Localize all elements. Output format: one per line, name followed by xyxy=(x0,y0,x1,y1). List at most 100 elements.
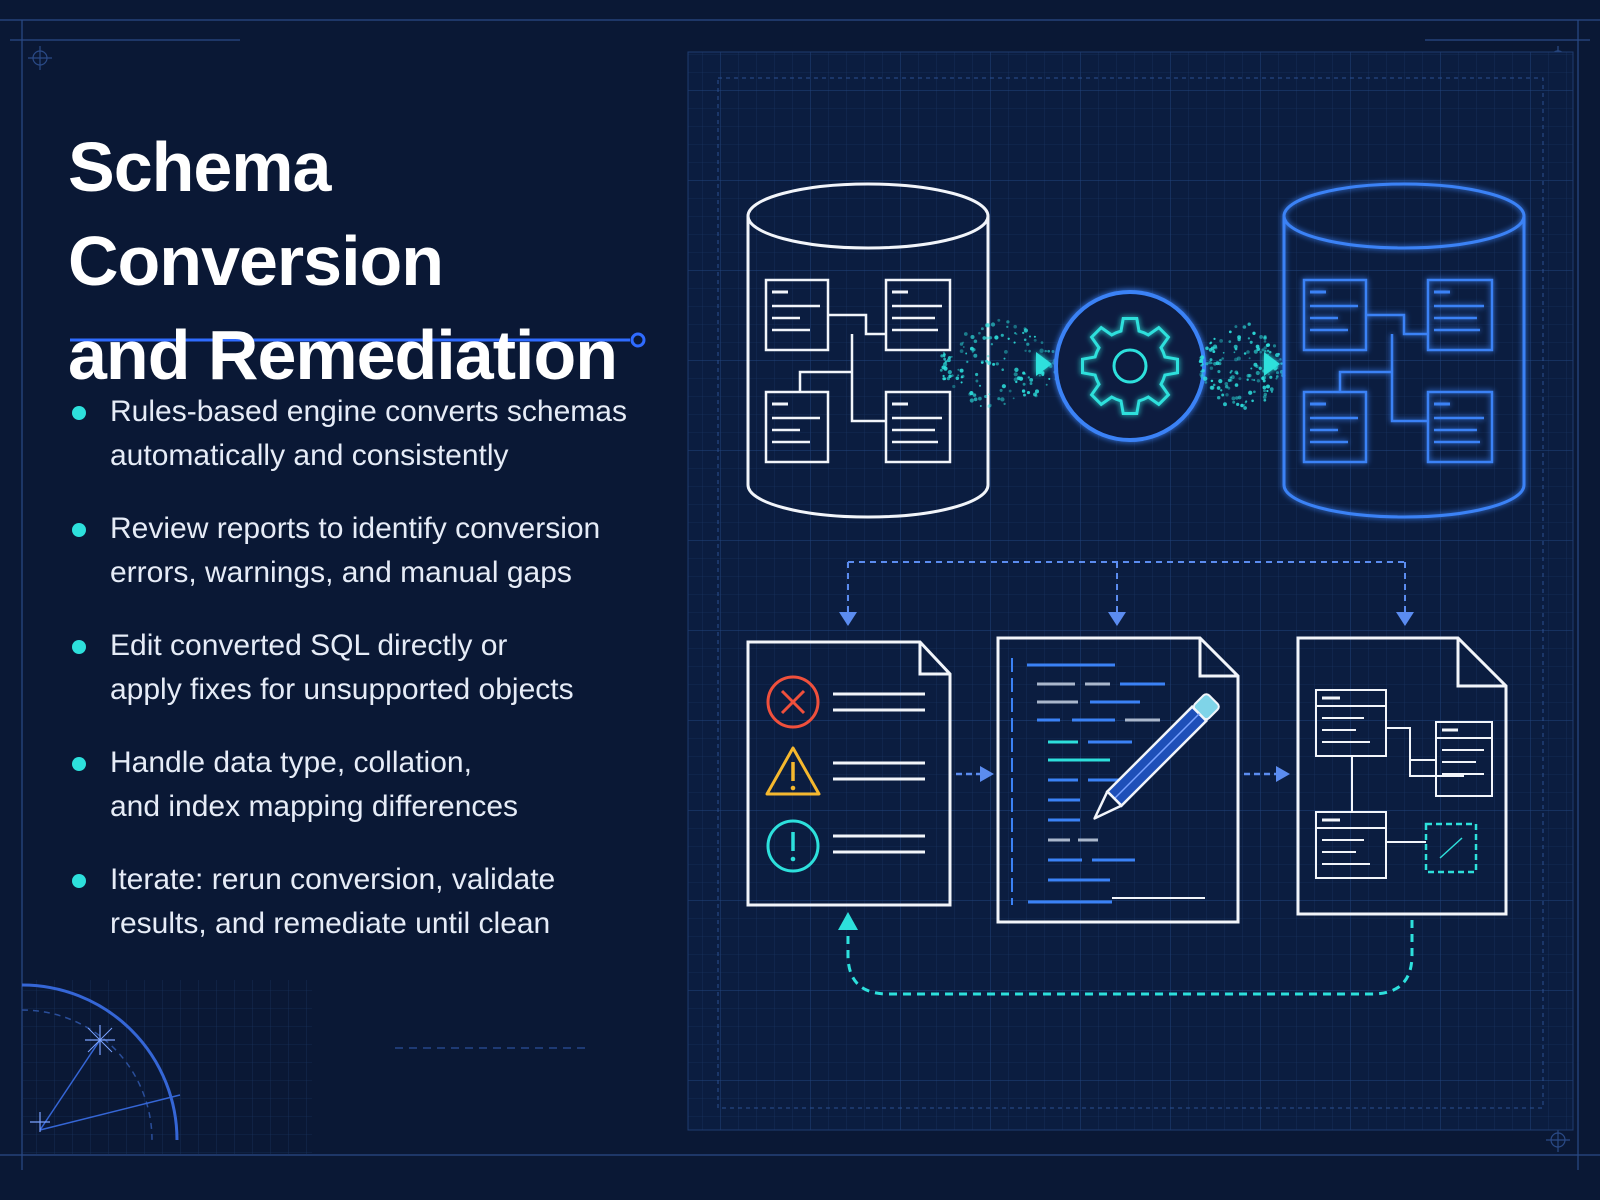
particle xyxy=(943,355,946,358)
particle xyxy=(948,374,952,378)
particle xyxy=(1199,372,1204,377)
particle xyxy=(1027,376,1030,379)
particle xyxy=(988,336,993,340)
particle xyxy=(1221,393,1225,397)
bullet-text-line-1: Edit converted SQL directly or xyxy=(110,629,508,662)
title-underline xyxy=(70,332,646,348)
particle xyxy=(1262,395,1267,399)
particle xyxy=(1013,341,1016,344)
particle xyxy=(1272,344,1277,348)
particle xyxy=(951,374,954,377)
particle xyxy=(943,359,946,362)
particle xyxy=(1263,398,1267,402)
particle xyxy=(1022,331,1025,335)
particle xyxy=(1014,332,1017,335)
particle xyxy=(1219,358,1222,362)
particle xyxy=(959,368,964,373)
page-title: Schema Conversion and Remediation xyxy=(68,120,708,402)
particle xyxy=(939,368,943,372)
particle xyxy=(1208,360,1212,365)
particle xyxy=(1277,352,1281,356)
particle xyxy=(1238,377,1242,381)
particle xyxy=(1219,339,1223,343)
particle xyxy=(1033,392,1037,397)
source-database-icon xyxy=(746,182,990,519)
particle xyxy=(987,404,991,409)
target-database-icon xyxy=(1282,182,1526,519)
particle xyxy=(1015,333,1018,336)
particle xyxy=(1266,389,1269,393)
particle xyxy=(1012,397,1015,400)
distribution-connector xyxy=(847,561,1406,612)
particle xyxy=(1265,343,1270,348)
particle xyxy=(1198,356,1202,359)
particle xyxy=(1008,389,1012,393)
bullet-text-line-2: and index mapping differences xyxy=(110,790,519,823)
particle xyxy=(1247,337,1251,340)
particle xyxy=(962,341,965,344)
particle xyxy=(1253,349,1258,354)
particle xyxy=(984,394,988,399)
particle xyxy=(1232,400,1236,404)
particle xyxy=(1256,347,1261,351)
code-lines xyxy=(1027,663,1205,904)
particle xyxy=(1205,346,1209,350)
particle xyxy=(1212,383,1216,387)
particle xyxy=(970,334,975,340)
particle xyxy=(1023,393,1026,397)
particle xyxy=(1029,382,1033,385)
iteration-loop-arrow xyxy=(838,912,1414,996)
particle xyxy=(1236,356,1241,361)
particle xyxy=(942,362,948,367)
blueprint-grid-panel xyxy=(687,51,1574,1131)
bullet-text-line-1: Handle data type, collation, xyxy=(110,746,472,779)
particle xyxy=(1234,383,1239,387)
particle xyxy=(1276,367,1279,370)
particle xyxy=(947,370,952,375)
particle xyxy=(1013,372,1018,377)
particle xyxy=(1014,367,1019,372)
particle xyxy=(1229,371,1232,374)
particle xyxy=(980,360,985,364)
particle xyxy=(950,355,953,358)
particle xyxy=(955,376,960,381)
bullet-item: Iterate: rerun conversion, validate resu… xyxy=(70,858,670,975)
bullet-dot-icon xyxy=(72,757,86,771)
particle xyxy=(948,356,952,359)
particle xyxy=(1269,375,1273,379)
particle xyxy=(1263,340,1267,343)
particle xyxy=(1001,384,1006,389)
particle xyxy=(1007,337,1010,340)
particle xyxy=(1233,344,1238,349)
particle xyxy=(1237,395,1242,400)
particle xyxy=(1230,375,1235,380)
particle xyxy=(1248,357,1251,360)
particle xyxy=(1258,366,1262,370)
flow-arrow xyxy=(1244,766,1290,782)
particle xyxy=(1253,390,1256,394)
particle xyxy=(1259,334,1264,339)
particle xyxy=(1022,382,1026,386)
particle xyxy=(1250,367,1253,370)
particle xyxy=(999,388,1003,392)
particle xyxy=(1029,377,1034,382)
particle xyxy=(962,346,965,348)
particle xyxy=(959,349,964,353)
particle xyxy=(979,405,982,407)
particle xyxy=(1263,389,1266,393)
bullet-text-line-1: Iterate: rerun conversion, validate xyxy=(110,863,556,896)
particle xyxy=(1033,338,1037,342)
bullet-dot-icon xyxy=(72,874,86,888)
particle xyxy=(1216,386,1221,390)
data-flow-particles-right xyxy=(1198,322,1286,410)
particle xyxy=(1279,358,1282,361)
bullet-item: Review reports to identify conversion er… xyxy=(70,507,670,624)
gear-teeth xyxy=(1081,317,1179,415)
conversion-report-document-icon xyxy=(746,640,952,907)
particle xyxy=(1251,378,1254,381)
particle xyxy=(1268,350,1272,354)
particle xyxy=(990,322,996,327)
title-line-1: Schema Conversion xyxy=(68,128,444,300)
particle xyxy=(969,398,974,403)
particle xyxy=(1216,395,1221,400)
